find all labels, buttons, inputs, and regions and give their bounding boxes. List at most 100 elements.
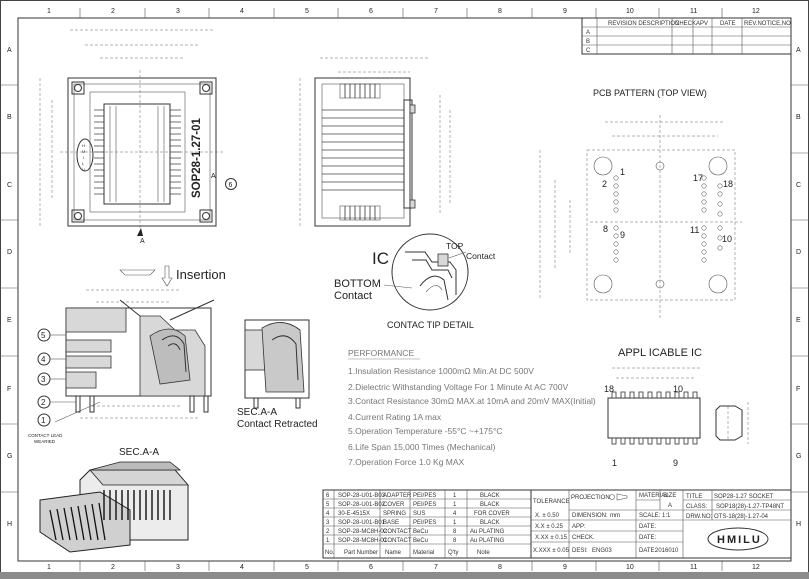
class-header: CLASS: <box>686 504 708 510</box>
bom-cell: CONTACT <box>383 529 412 535</box>
bom-cell: BASE <box>383 520 399 526</box>
col-label: 8 <box>498 8 502 15</box>
bom-cell: SOP-28-U01-B01 <box>338 520 386 526</box>
insertion-indicator: Insertion <box>119 265 226 287</box>
row-label: D <box>796 249 801 256</box>
bom-header: Q'ty <box>448 550 458 556</box>
bom-cell: PEI/PES <box>413 520 436 526</box>
pcb-pin-label: 10 <box>722 234 732 244</box>
bom-cell: BeCu <box>413 529 428 535</box>
row-label: A <box>796 47 801 54</box>
applicable-ic-title: APPL ICABLE IC <box>618 347 702 359</box>
col-label: 8 <box>498 564 502 571</box>
logo-letter: H <box>82 143 85 148</box>
callout-1: 1 <box>41 416 46 425</box>
title-block: TOLERANCE PROJECTION X. ± 0.50 X.X ± 0.2… <box>530 489 792 559</box>
bom-cell: ADAPTER <box>383 493 412 499</box>
col-label: 2 <box>111 564 115 571</box>
socket-top-view: H M I L U SOP28-1.27-01 A 6 A <box>39 29 237 245</box>
performance-item: 2.Dielectric Withstanding Voltage For 1 … <box>348 382 569 392</box>
size-value: A <box>668 503 672 509</box>
bottom-bar <box>0 572 809 579</box>
bom-cell: 2 <box>326 529 330 535</box>
pcb-pin-label: 11 <box>690 225 699 235</box>
pcb-pin-label: 9 <box>620 230 625 240</box>
row-label: A <box>7 47 12 54</box>
bom-cell: Au PLATING <box>470 538 505 544</box>
ic-pin-label: 9 <box>673 458 678 468</box>
bom-cell: COVER <box>383 502 405 508</box>
bom-cell: SOP-28-MC8H-01 <box>338 538 388 544</box>
bom-header: Note <box>477 550 490 556</box>
row-label: H <box>796 521 801 528</box>
bom-cell: SUS <box>413 511 425 517</box>
ic-pin-label: 10 <box>673 384 683 394</box>
contact-lead-label-2: WEARIED <box>34 439 56 444</box>
rev-row: A <box>586 30 590 36</box>
tol-row: X. ± 0.50 <box>535 513 560 519</box>
performance-item: 4.Current Rating 1A max <box>348 412 442 422</box>
col-label: 9 <box>563 564 567 571</box>
callout-6: 6 <box>229 182 233 189</box>
callout-2: 2 <box>41 398 46 407</box>
logo-letter: L <box>82 161 85 166</box>
part-number-vertical: SOP28-1.27-01 <box>191 117 203 198</box>
bom-cell: BLACK <box>480 520 500 526</box>
rev-header: CHECK <box>675 21 696 27</box>
callout-3: 3 <box>41 375 46 384</box>
bom-cell: BLACK <box>480 493 500 499</box>
column-markers: 1 2 3 4 5 6 7 8 9 10 11 12 1 2 3 4 5 6 7… <box>47 8 760 571</box>
logo-letter: M <box>82 149 85 154</box>
pcb-pattern: PCB PATTERN (TOP VIEW) <box>539 88 742 320</box>
bom-cell: CONTACT <box>383 538 412 544</box>
performance-block: PERFORMANCE 1.Insulation Resistance 1000… <box>348 348 596 467</box>
drw-value: OTS-18(28)-1.27-04 <box>714 514 769 520</box>
scale-value: 1:1 <box>662 513 671 519</box>
col-label: 11 <box>690 564 697 571</box>
bom-cell: 1 <box>453 502 457 508</box>
row-label: C <box>796 182 801 189</box>
applicable-ic: APPL ICABLE IC 18 10 1 9 <box>604 347 749 468</box>
row-label: F <box>7 386 11 393</box>
rev-header: REV.NOTICE,NO <box>744 21 791 27</box>
pcb-pin-label: 18 <box>723 179 733 189</box>
bottom-contact-label-2: Contact <box>334 290 372 302</box>
projection-label: PROJECTION <box>571 495 610 501</box>
bom-header: No. <box>325 550 335 556</box>
scale-label: SCALE: <box>639 513 661 519</box>
bom-header: Part Number <box>344 550 378 556</box>
bom-cell: 8 <box>453 538 457 544</box>
top-contact-label-1: TOP <box>446 241 464 251</box>
row-label: G <box>796 453 801 460</box>
performance-item: 6.Life Span 15,000 Times (Mechanical) <box>348 442 496 452</box>
ic-pin-label: 1 <box>612 458 617 468</box>
rev-row: B <box>586 39 590 45</box>
material-header: MATERIAL <box>639 493 669 499</box>
col-label: 12 <box>752 8 760 15</box>
contact-lead-label-1: CONTACT LEAD <box>28 433 63 438</box>
rev-header: REVISION DESCRIPTION <box>608 21 679 27</box>
top-contact-label-2: Contact <box>466 251 496 261</box>
tolerance-label: TOLERANCE <box>533 499 570 505</box>
tol-row: X.XXX ± 0.05 <box>533 548 570 554</box>
class-value: SOP18(28)-1.27-TP48NT <box>716 504 784 510</box>
row-label: B <box>796 114 801 121</box>
company-logo-oval <box>707 527 769 551</box>
pcb-pattern-title: PCB PATTERN (TOP VIEW) <box>593 88 707 98</box>
bom-cell: Au PLATING <box>470 529 505 535</box>
row-markers: A B C D E F G H A B C D E F G H <box>7 47 801 528</box>
row-label: E <box>796 317 801 324</box>
size-header: SIZE <box>663 493 676 499</box>
performance-item: 7.Operation Force 1.0 Kg MAX <box>348 457 465 467</box>
socket-side-view <box>299 57 451 227</box>
drw-header: DRW.NO: <box>686 514 713 520</box>
logo-letter: U <box>82 167 85 172</box>
col-label: 3 <box>176 564 180 571</box>
inner-frame <box>17 17 792 562</box>
callout-4: 4 <box>41 355 46 364</box>
bom-cell: BeCu <box>413 538 428 544</box>
date-label: DATE: <box>639 524 657 530</box>
slot-lines <box>109 106 165 202</box>
bom-cell: PEI/PES <box>413 493 436 499</box>
